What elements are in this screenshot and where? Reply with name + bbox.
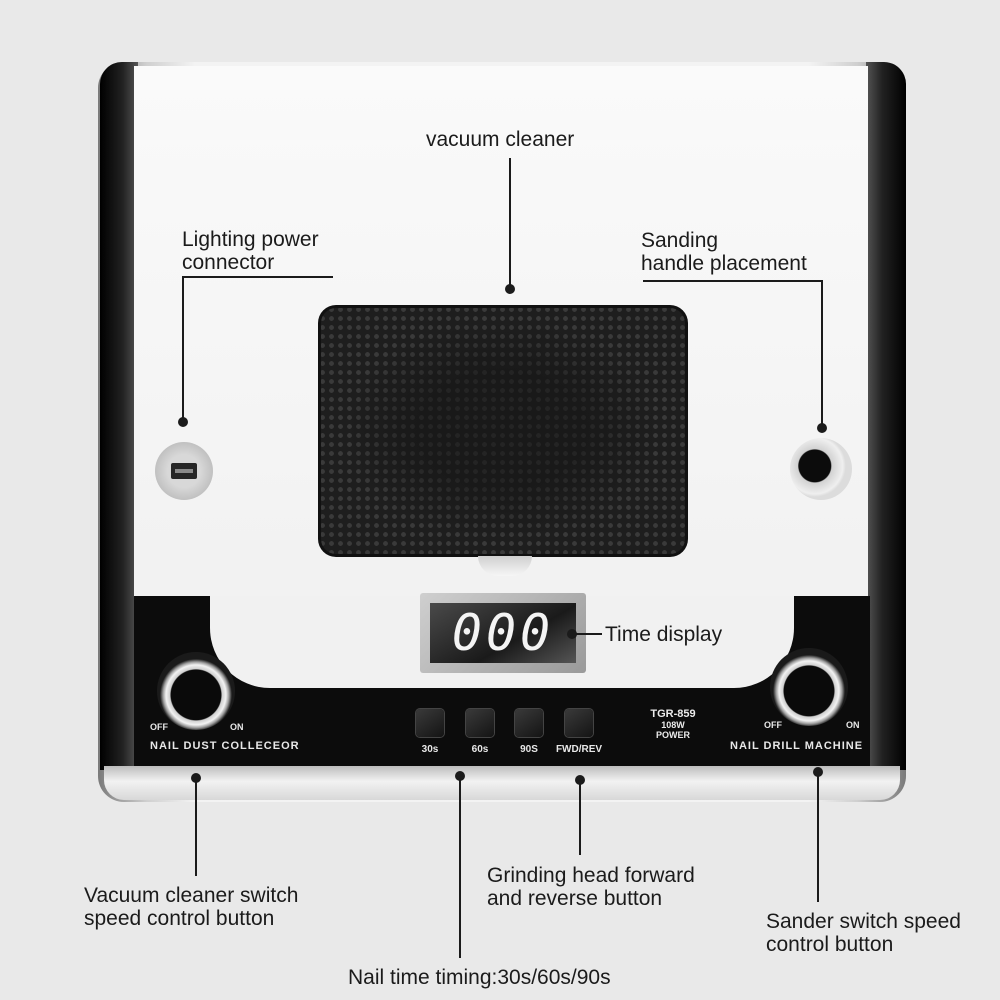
label-grinding-head: Grinding head forward and reverse button	[487, 864, 695, 910]
label-vacuum-switch: Vacuum cleaner switch speed control butt…	[84, 884, 299, 930]
label-lighting-connector: Lighting power connector	[182, 228, 319, 274]
device-bottom	[104, 766, 900, 800]
usb-port-icon	[155, 442, 213, 500]
timer-90s-button[interactable]	[515, 709, 543, 737]
handle-holder-icon	[790, 438, 852, 500]
left-knob-on: ON	[230, 722, 244, 732]
button-caption-fwd-rev: FWD/REV	[555, 744, 603, 755]
fwd-rev-button[interactable]	[565, 709, 593, 737]
timer-30s-button[interactable]	[416, 709, 444, 737]
sander-speed-knob[interactable]	[770, 648, 848, 726]
label-nail-timing: Nail time timing:30s/60s/90s	[348, 966, 611, 989]
vacuum-grille	[318, 305, 688, 557]
button-caption-90s: 90S	[520, 744, 538, 755]
label-sanding-handle: Sanding handle placement	[641, 229, 807, 275]
left-knob-off: OFF	[150, 722, 168, 732]
grille-foot	[478, 556, 532, 576]
right-knob-off: OFF	[764, 720, 782, 730]
timer-60s-button[interactable]	[466, 709, 494, 737]
label-sander-switch: Sander switch speed control button	[766, 910, 961, 956]
button-caption-30s: 30s	[421, 744, 439, 755]
vacuum-speed-knob[interactable]	[157, 652, 235, 730]
button-caption-60s: 60s	[471, 744, 489, 755]
time-display-screen: 000	[420, 593, 586, 673]
right-knob-caption: NAIL DRILL MACHINE	[730, 740, 864, 752]
device-side-right	[866, 62, 906, 770]
label-vacuum-cleaner: vacuum cleaner	[426, 128, 575, 151]
display-digits: 000	[451, 604, 555, 662]
right-knob-on: ON	[846, 720, 860, 730]
model-label: TGR-859 108W POWER	[650, 708, 696, 740]
device-side-left	[100, 62, 138, 770]
label-time-display: Time display	[605, 623, 723, 646]
left-knob-caption: NAIL DUST COLLECEOR	[150, 740, 300, 752]
